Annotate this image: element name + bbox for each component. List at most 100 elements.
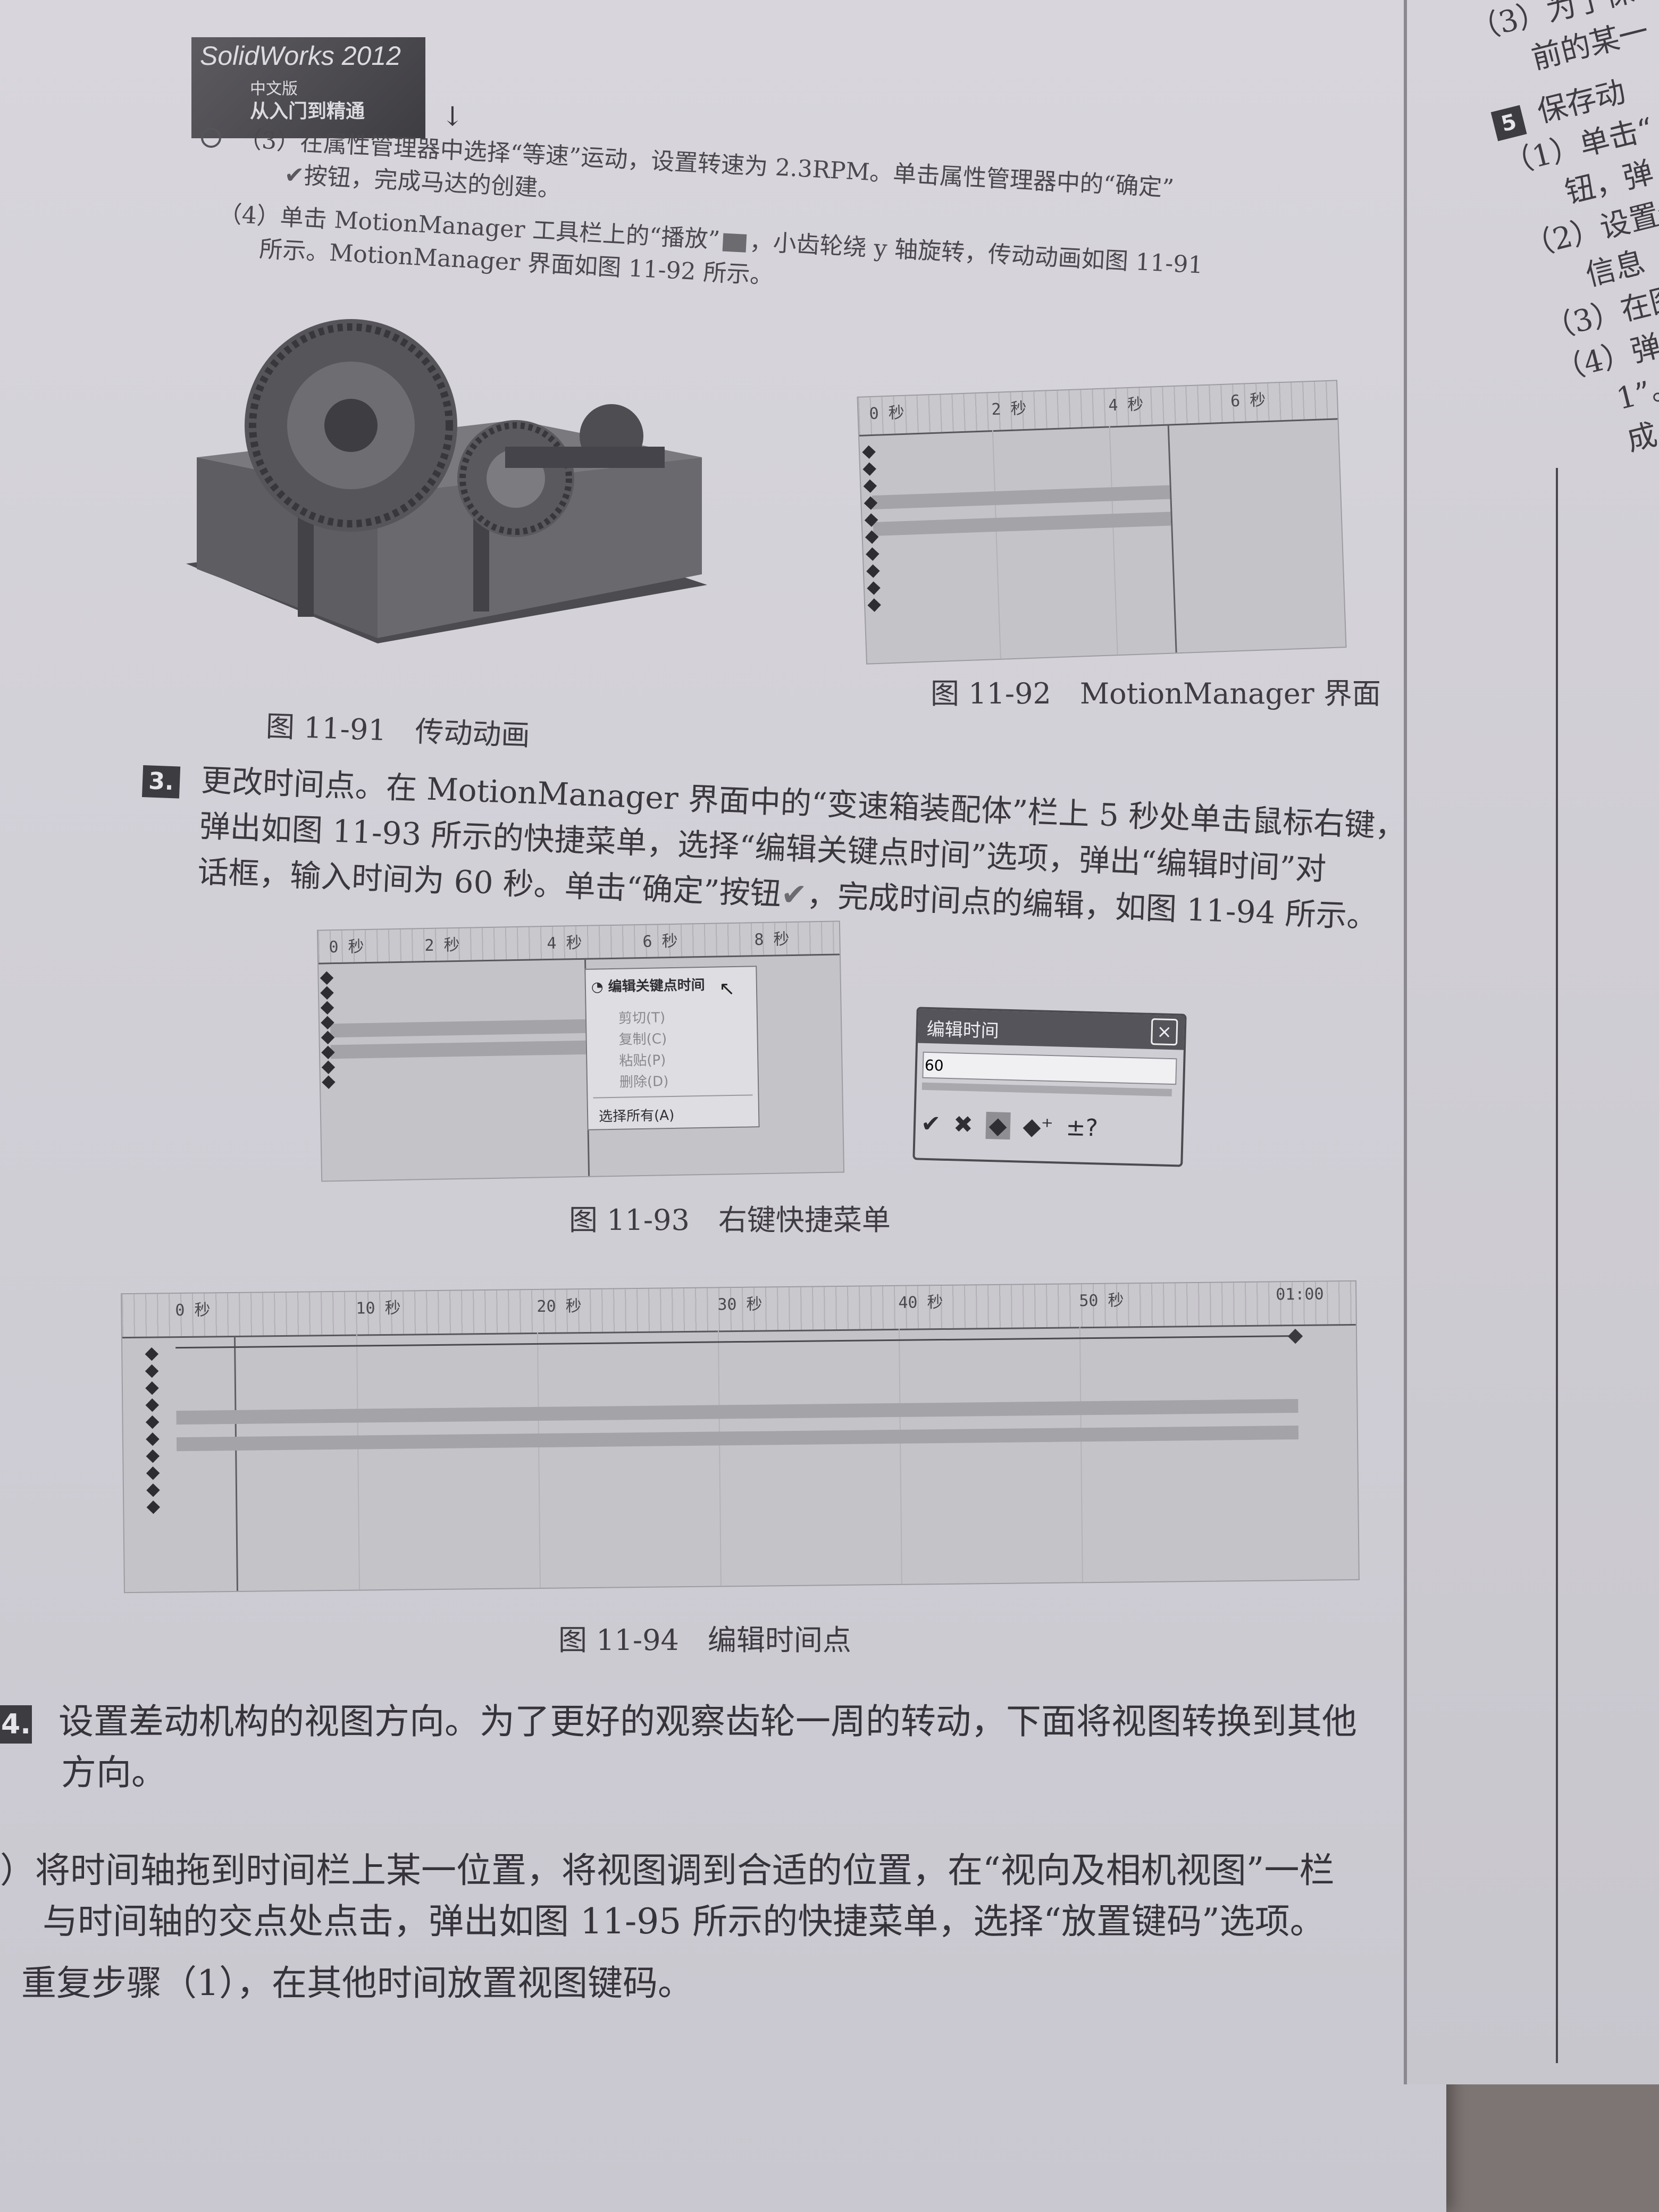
key-band — [176, 1399, 1298, 1425]
keypoint-icon[interactable] — [320, 971, 334, 985]
close-icon[interactable]: × — [1151, 1018, 1178, 1046]
keypoint-icon[interactable] — [322, 1075, 336, 1090]
keypoint-icon[interactable] — [145, 1381, 159, 1395]
menu-item-label: 粘贴(P) — [619, 1052, 666, 1069]
dialog-slider[interactable] — [921, 1082, 1172, 1097]
time-tick: 20 秒 — [537, 1297, 582, 1316]
keypoint-column — [145, 1342, 161, 1519]
keypoint-icon[interactable] — [866, 547, 879, 561]
key-band — [872, 485, 1170, 510]
logo-subtitle: 中文版 — [250, 80, 298, 98]
keypoint-time-icon[interactable]: ◆ — [985, 1111, 1011, 1140]
time-tick: 6 秒 — [1230, 391, 1266, 411]
keypoint-icon[interactable] — [321, 1030, 335, 1045]
keypoint-icon[interactable] — [145, 1347, 159, 1361]
menu-item-select-all[interactable]: 选择所有(A) — [599, 1104, 675, 1125]
menu-item-label: 选择所有(A) — [598, 1107, 675, 1125]
keypoint-icon[interactable] — [864, 513, 878, 527]
menu-item-label: 剪切(T) — [618, 1010, 666, 1027]
time-input[interactable] — [922, 1051, 1177, 1085]
keypoint-icon[interactable] — [864, 496, 878, 510]
keypoint-icon[interactable] — [321, 1016, 334, 1030]
step-badge: 4. — [0, 1705, 32, 1744]
key-band — [330, 1019, 586, 1038]
keypoint-icon[interactable] — [320, 986, 334, 1000]
step-4-line-2: 方向。 — [0, 1747, 1436, 1798]
time-tick: 01:00 — [1276, 1285, 1324, 1304]
keypoint-icon[interactable] — [867, 581, 881, 595]
keypoint-icon[interactable] — [863, 479, 877, 493]
time-tick: 0 秒 — [869, 403, 905, 424]
keypoint-icon[interactable] — [862, 445, 876, 459]
keypoint-icon[interactable] — [146, 1483, 160, 1497]
book-page: SolidWorks 2012 中文版 从入门到精通 ↓ （3）在属性管理器中选… — [0, 0, 1446, 2212]
motionmanager-timeline-menu: 0 秒 2 秒 4 秒 6 秒 8 秒 ◔ 编辑关键点时间 ↖ 剪切(T) 复制… — [316, 920, 845, 1182]
menu-item-cut[interactable]: 剪切(T) — [618, 1007, 666, 1027]
time-tick: 40 秒 — [898, 1293, 943, 1312]
play-icon — [722, 233, 747, 253]
menu-item-label: 删除(D) — [619, 1074, 669, 1091]
keypoint-icon[interactable] — [146, 1466, 160, 1480]
time-tick: 10 秒 — [356, 1298, 401, 1318]
sub-steps-block: ）将时间轴拖到时间栏上某一位置，将视图调到合适的位置，在“视向及相机视图”一栏 … — [0, 1845, 1436, 2009]
key-band — [330, 1040, 586, 1059]
time-tick: 2 秒 — [424, 935, 460, 956]
step-text: 将时间轴拖到时间栏上某一位置，将视图调到合适的位置，在“视向及相机视图”一栏 — [35, 1850, 1335, 1891]
keypoint-icon[interactable] — [320, 1001, 334, 1015]
step-number: ） — [0, 1850, 35, 1891]
key-band — [176, 1426, 1299, 1452]
confirm-check-icon[interactable]: ✔ — [920, 1110, 941, 1138]
timeline-top-line — [175, 1335, 1298, 1349]
menu-item-label: 编辑关键点时间 — [608, 977, 705, 995]
edit-time-dialog: 编辑时间 × ✔ ✖ ◆ ◆⁺ ±? — [912, 1007, 1187, 1167]
cursor-icon: ↖ — [718, 977, 735, 1000]
step-text: 设置差动机构的视图方向。为了更好的观察齿轮一周的转动，下面将视图转换到其他 — [58, 1701, 1357, 1742]
time-tick: 0 秒 — [175, 1301, 211, 1320]
menu-divider — [593, 1094, 753, 1099]
sub-step-2-line-1: 重复步骤（1），在其他时间放置视图键码。 — [0, 1958, 1436, 2009]
book-logo: SolidWorks 2012 中文版 从入门到精通 — [191, 37, 425, 138]
keypoint-icon[interactable] — [1287, 1328, 1303, 1344]
time-tick: 50 秒 — [1079, 1291, 1124, 1311]
offset-icon[interactable]: ◆⁺ — [1022, 1112, 1054, 1141]
timeline-bar[interactable] — [233, 1335, 238, 1591]
keypoint-column — [320, 968, 336, 1092]
keypoint-icon[interactable] — [866, 564, 880, 578]
menu-item-edit-keypoint-time[interactable]: ◔ 编辑关键点时间 — [591, 974, 705, 996]
step-number: （4） — [217, 200, 281, 231]
dialog-title: 编辑时间 — [926, 1018, 1000, 1042]
keypoint-icon[interactable] — [145, 1398, 160, 1412]
figure-caption-11-92: 图 11-92 MotionManager 界面 — [931, 677, 1381, 710]
sub-step-1-line-2: 与时间轴的交点处点击，弹出如图 11-95 所示的快捷菜单，选择“放置键码”选项… — [0, 1896, 1436, 1947]
keypoint-icon[interactable] — [146, 1432, 160, 1446]
time-tick: 2 秒 — [991, 399, 1027, 420]
timeline-bar[interactable] — [1167, 424, 1177, 653]
step-text: 方向。 — [61, 1752, 166, 1793]
cancel-x-icon[interactable]: ✖ — [953, 1111, 974, 1139]
keypoint-icon[interactable] — [145, 1364, 159, 1378]
check-icon: ✔ — [283, 161, 305, 190]
keypoint-icon[interactable] — [321, 1045, 335, 1060]
time-tick: 4 秒 — [1108, 395, 1144, 415]
menu-item-copy[interactable]: 复制(C) — [618, 1028, 667, 1049]
keypoint-icon[interactable] — [867, 598, 881, 612]
keypoint-icon[interactable] — [862, 462, 876, 476]
step-badge: 5 — [1490, 105, 1527, 141]
timeline-ruler: 0 秒 10 秒 20 秒 30 秒 40 秒 50 秒 01:00 — [122, 1281, 1356, 1339]
keypoint-icon[interactable] — [865, 530, 879, 544]
menu-item-paste[interactable]: 粘贴(P) — [619, 1049, 666, 1070]
key-band — [873, 512, 1171, 537]
keypoint-icon[interactable] — [146, 1449, 160, 1463]
step-badge: 3. — [141, 765, 181, 799]
keypoint-icon[interactable] — [146, 1500, 161, 1514]
figure-caption-11-94: 图 11-94 编辑时间点 — [558, 1623, 851, 1657]
step-4-block: 4.设置差动机构的视图方向。为了更好的观察齿轮一周的转动，下面将视图转换到其他 … — [0, 1696, 1436, 1798]
timeline-ruler: 0 秒 2 秒 4 秒 6 秒 — [858, 381, 1338, 437]
menu-item-delete[interactable]: 删除(D) — [619, 1070, 669, 1091]
clock-icon: ◔ — [591, 979, 608, 995]
plusminus-icon[interactable]: ±? — [1066, 1113, 1099, 1142]
keypoint-icon[interactable] — [145, 1415, 160, 1429]
step-4-line-1: 4. 设置差动机构的视图方向。为了更好的观察齿轮一周的转动，下面将视图转换到其他 — [0, 1696, 1436, 1747]
keypoint-icon[interactable] — [321, 1060, 336, 1075]
